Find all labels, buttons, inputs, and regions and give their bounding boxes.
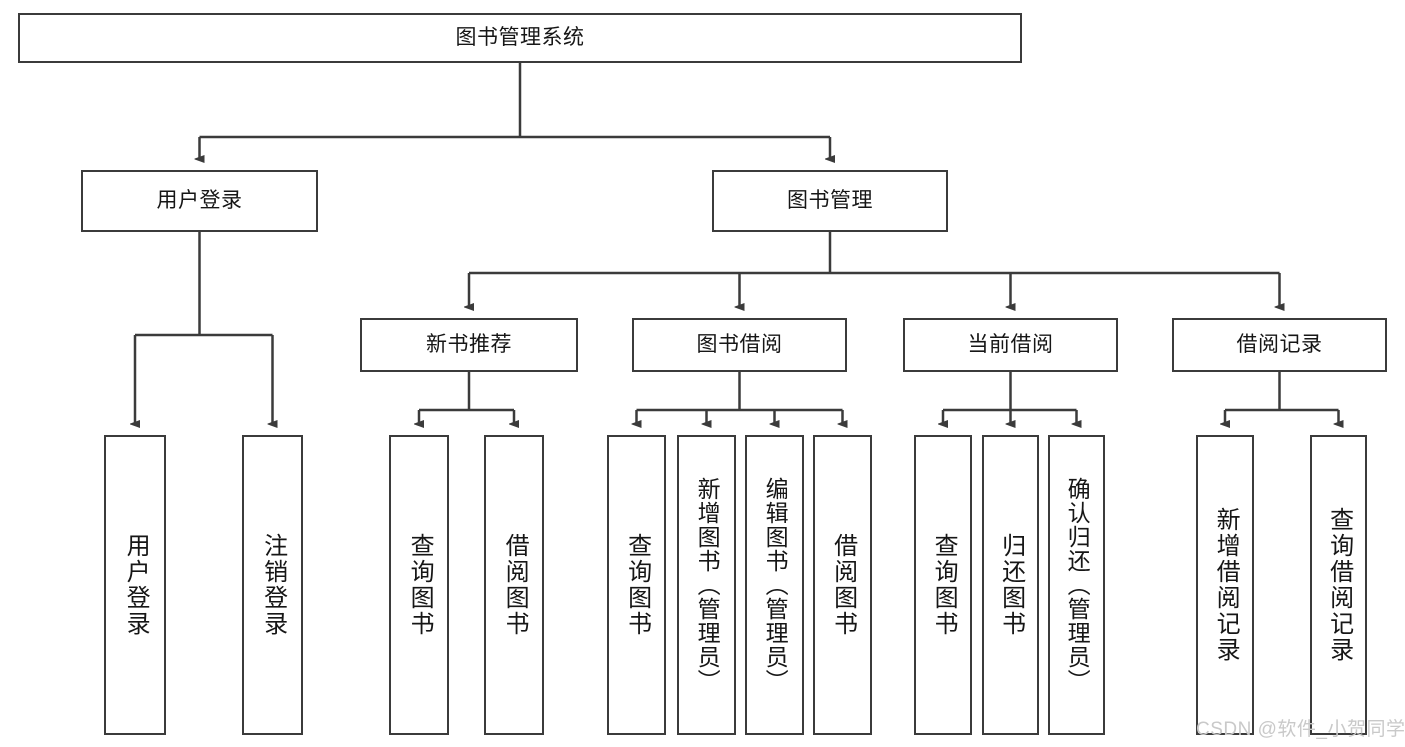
node-label: 查询借阅记录 xyxy=(1325,507,1353,663)
node-leaf-edit-book[interactable]: 编辑图书（管理员） xyxy=(745,435,804,735)
node-leaf-query-book-3[interactable]: 查询图书 xyxy=(914,435,972,735)
node-label: 新增图书（管理员） xyxy=(694,477,721,693)
node-label: 借阅记录 xyxy=(1236,333,1323,357)
node-root[interactable]: 图书管理系统 xyxy=(18,13,1022,63)
node-label: 图书借阅 xyxy=(696,333,783,357)
csdn-watermark: CSDN @软件_小贺同学 xyxy=(1196,719,1405,740)
node-leaf-borrow-book-2[interactable]: 借阅图书 xyxy=(813,435,872,735)
node-leaf-confirm-return[interactable]: 确认归还（管理员） xyxy=(1048,435,1105,735)
node-leaf-user-logout[interactable]: 注销登录 xyxy=(242,435,303,735)
node-new-book-recommend[interactable]: 新书推荐 xyxy=(360,318,578,372)
node-label: 图书管理系统 xyxy=(455,26,585,50)
node-label: 注销登录 xyxy=(259,533,287,637)
node-label: 借阅图书 xyxy=(501,533,529,637)
node-leaf-add-book[interactable]: 新增图书（管理员） xyxy=(677,435,736,735)
node-book-management[interactable]: 图书管理 xyxy=(712,170,948,232)
node-leaf-user-login[interactable]: 用户登录 xyxy=(104,435,166,735)
node-leaf-add-record[interactable]: 新增借阅记录 xyxy=(1196,435,1254,735)
node-book-borrow[interactable]: 图书借阅 xyxy=(632,318,847,372)
node-label: 查询图书 xyxy=(406,533,434,637)
node-label: 借阅图书 xyxy=(829,533,857,637)
node-leaf-borrow-book-1[interactable]: 借阅图书 xyxy=(484,435,544,735)
node-current-borrow[interactable]: 当前借阅 xyxy=(903,318,1118,372)
node-leaf-return-book[interactable]: 归还图书 xyxy=(982,435,1039,735)
node-label: 查询图书 xyxy=(930,533,958,637)
node-label: 当前借阅 xyxy=(967,333,1054,357)
node-borrow-record[interactable]: 借阅记录 xyxy=(1172,318,1387,372)
node-leaf-query-book-2[interactable]: 查询图书 xyxy=(607,435,666,735)
node-label: 确认归还（管理员） xyxy=(1064,477,1091,693)
node-label: 图书管理 xyxy=(787,189,873,213)
node-label: 新书推荐 xyxy=(426,333,512,357)
node-leaf-query-record[interactable]: 查询借阅记录 xyxy=(1310,435,1367,735)
node-leaf-query-book-1[interactable]: 查询图书 xyxy=(389,435,449,735)
node-label: 用户登录 xyxy=(156,189,243,213)
node-label: 用户登录 xyxy=(122,533,150,637)
node-label: 编辑图书（管理员） xyxy=(762,477,789,693)
node-user-login[interactable]: 用户登录 xyxy=(81,170,318,232)
node-label: 归还图书 xyxy=(997,533,1025,637)
node-label: 新增借阅记录 xyxy=(1212,507,1240,663)
node-label: 查询图书 xyxy=(623,533,651,637)
